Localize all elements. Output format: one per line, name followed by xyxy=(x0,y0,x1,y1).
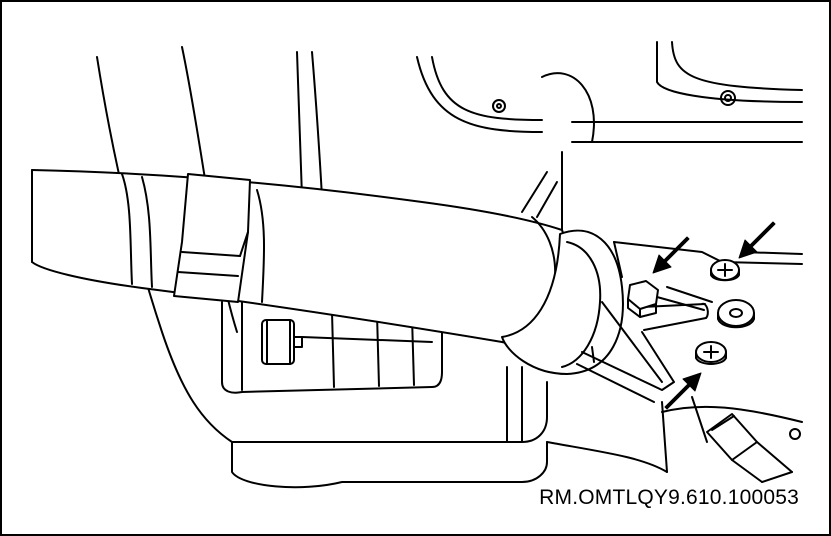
wire-harness xyxy=(641,286,713,331)
clamp-band xyxy=(173,173,251,303)
switch-housing xyxy=(221,301,443,394)
phillips-screw-icon xyxy=(710,259,740,282)
arrow-icon xyxy=(652,236,690,274)
phillips-screw-icon xyxy=(695,341,727,365)
dashboard-housing xyxy=(96,41,803,489)
steering-column-cover xyxy=(31,169,603,351)
arrow-icon xyxy=(664,372,702,410)
lower-connector xyxy=(546,396,803,483)
callout-arrows xyxy=(652,221,776,410)
hex-bolt-icon xyxy=(627,280,659,318)
arrow-icon xyxy=(738,221,776,259)
reference-code: RM.OMTLQY9.610.100053 xyxy=(539,486,799,509)
rubber-boot xyxy=(501,229,624,375)
washer-icon xyxy=(717,299,755,329)
